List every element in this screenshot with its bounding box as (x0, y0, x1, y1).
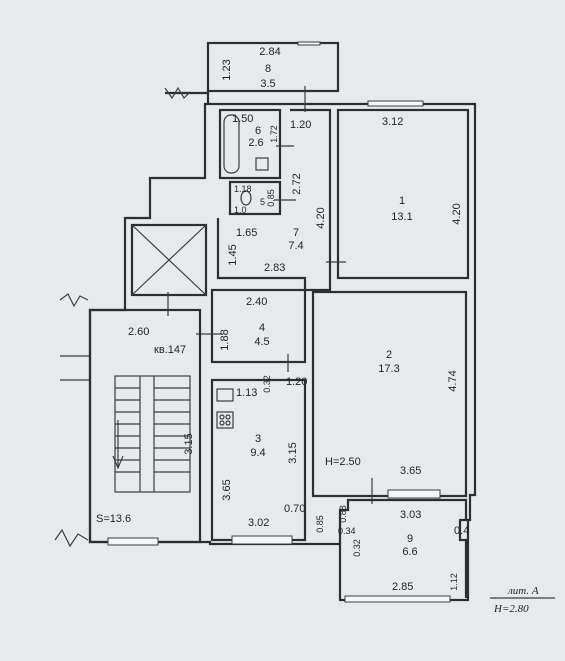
dim-loggia-top: 3.03 (400, 509, 421, 521)
stair-window (107, 537, 159, 546)
dim-room-2-bottom: 3.65 (400, 465, 421, 477)
dim-room-4-top: 2.40 (246, 296, 267, 308)
room-1-area: 13.1 (391, 211, 412, 223)
dim-corridor-side: 4.20 (315, 207, 327, 228)
room-9-outline (338, 498, 468, 598)
room-1-number: 1 (399, 195, 405, 207)
stove-icon (216, 411, 234, 429)
break-mark-left (59, 293, 89, 308)
room-4-outline (210, 288, 307, 364)
room-8-number: 8 (265, 63, 271, 75)
dim-loggia-c: 0.88 (338, 505, 348, 523)
apartment-label: кв.147 (154, 344, 186, 356)
dim-kitchen-small: 0.32 (262, 375, 272, 393)
kitchen-window (231, 535, 293, 545)
room-3-number: 3 (255, 433, 261, 445)
dim-balcony-side: 1.23 (221, 59, 233, 80)
room-1-outline (336, 108, 470, 280)
room-3-area: 9.4 (250, 447, 265, 459)
room-5-number: 5 (260, 197, 265, 207)
room-9-number: 9 (407, 533, 413, 545)
dim-room-1-top: 3.12 (382, 116, 403, 128)
room-6-outline (218, 108, 282, 180)
kitchen-sink-icon (216, 388, 234, 402)
dim-room-2-side: 4.74 (447, 370, 459, 391)
room-2-window (387, 489, 441, 499)
room-8-area: 3.5 (260, 78, 275, 90)
toilet-icon (240, 190, 252, 206)
elevator-shaft (130, 223, 208, 297)
room-6-area: 2.6 (248, 137, 263, 149)
dim-loggia-bottom: 2.85 (392, 581, 413, 593)
sink-icon (255, 157, 269, 171)
dim-bath-width: 1.50 (232, 113, 253, 125)
dim-loggia-side: 1.12 (449, 573, 459, 591)
dim-room-1-side: 4.20 (451, 203, 463, 224)
room-2-area: 17.3 (378, 363, 399, 375)
dim-kitchen-side: 3.15 (287, 442, 299, 463)
room-2-number: 2 (386, 349, 392, 361)
dim-corridor-bottom: 2.83 (264, 262, 285, 274)
dim-bath-height: 1.72 (269, 125, 279, 143)
dim-loggia-right: 0.4 (454, 525, 469, 537)
dim-hall-width: 1.65 (236, 227, 257, 239)
outer-wall (88, 91, 477, 602)
stairs-icon (112, 375, 191, 493)
room-5-outline (228, 180, 282, 216)
dim-stair-top: 2.60 (128, 326, 149, 338)
dim-kitchen-door: 1.20 (286, 376, 307, 388)
room-4-area: 4.5 (254, 336, 269, 348)
bathtub-icon (223, 114, 240, 174)
room-7-number: 7 (293, 227, 299, 239)
dim-stair-side: 3.15 (183, 433, 195, 454)
stair-area-label: S=13.6 (96, 513, 131, 525)
dim-wc-width: 1.18 (234, 184, 252, 194)
dim-room-4-side: 1.88 (219, 329, 231, 350)
elevator-cross (131, 224, 207, 296)
dim-kitchen-left: 3.65 (221, 479, 233, 500)
room-4-number: 4 (259, 322, 265, 334)
dim-hall-door: 1.20 (290, 119, 311, 131)
dim-wc-height: 0.85 (266, 189, 276, 207)
break-mark-bottom (54, 528, 89, 548)
dim-loggia-b: 0.85 (315, 515, 325, 533)
loggia-window (344, 595, 451, 603)
balcony-window (297, 41, 321, 46)
total-height-label: H=2.80 (493, 603, 529, 615)
dim-corridor-width: 2.72 (291, 173, 303, 194)
dim-hall-height: 1.45 (227, 244, 239, 265)
room-6-number: 6 (255, 125, 261, 137)
dim-balcony-width: 2.84 (259, 46, 280, 58)
dim-loggia-e: 0.32 (352, 539, 362, 557)
room-1-window (367, 100, 424, 107)
balcony-outline (206, 41, 340, 93)
dim-wc-bottom: 1.0 (234, 205, 247, 215)
dim-kitchen-bottom: 3.02 (248, 517, 269, 529)
break-mark-top (164, 86, 191, 100)
room-height-label: H=2.50 (325, 456, 361, 468)
dim-loggia-a: 0.70 (284, 503, 305, 515)
dim-loggia-d: 0.34 (338, 526, 356, 536)
room-9-area: 6.6 (402, 546, 417, 558)
dim-kitchen-sink: 1.13 (236, 387, 257, 399)
room-7-area: 7.4 (288, 240, 303, 252)
sheet-label: лит. А (507, 585, 539, 597)
